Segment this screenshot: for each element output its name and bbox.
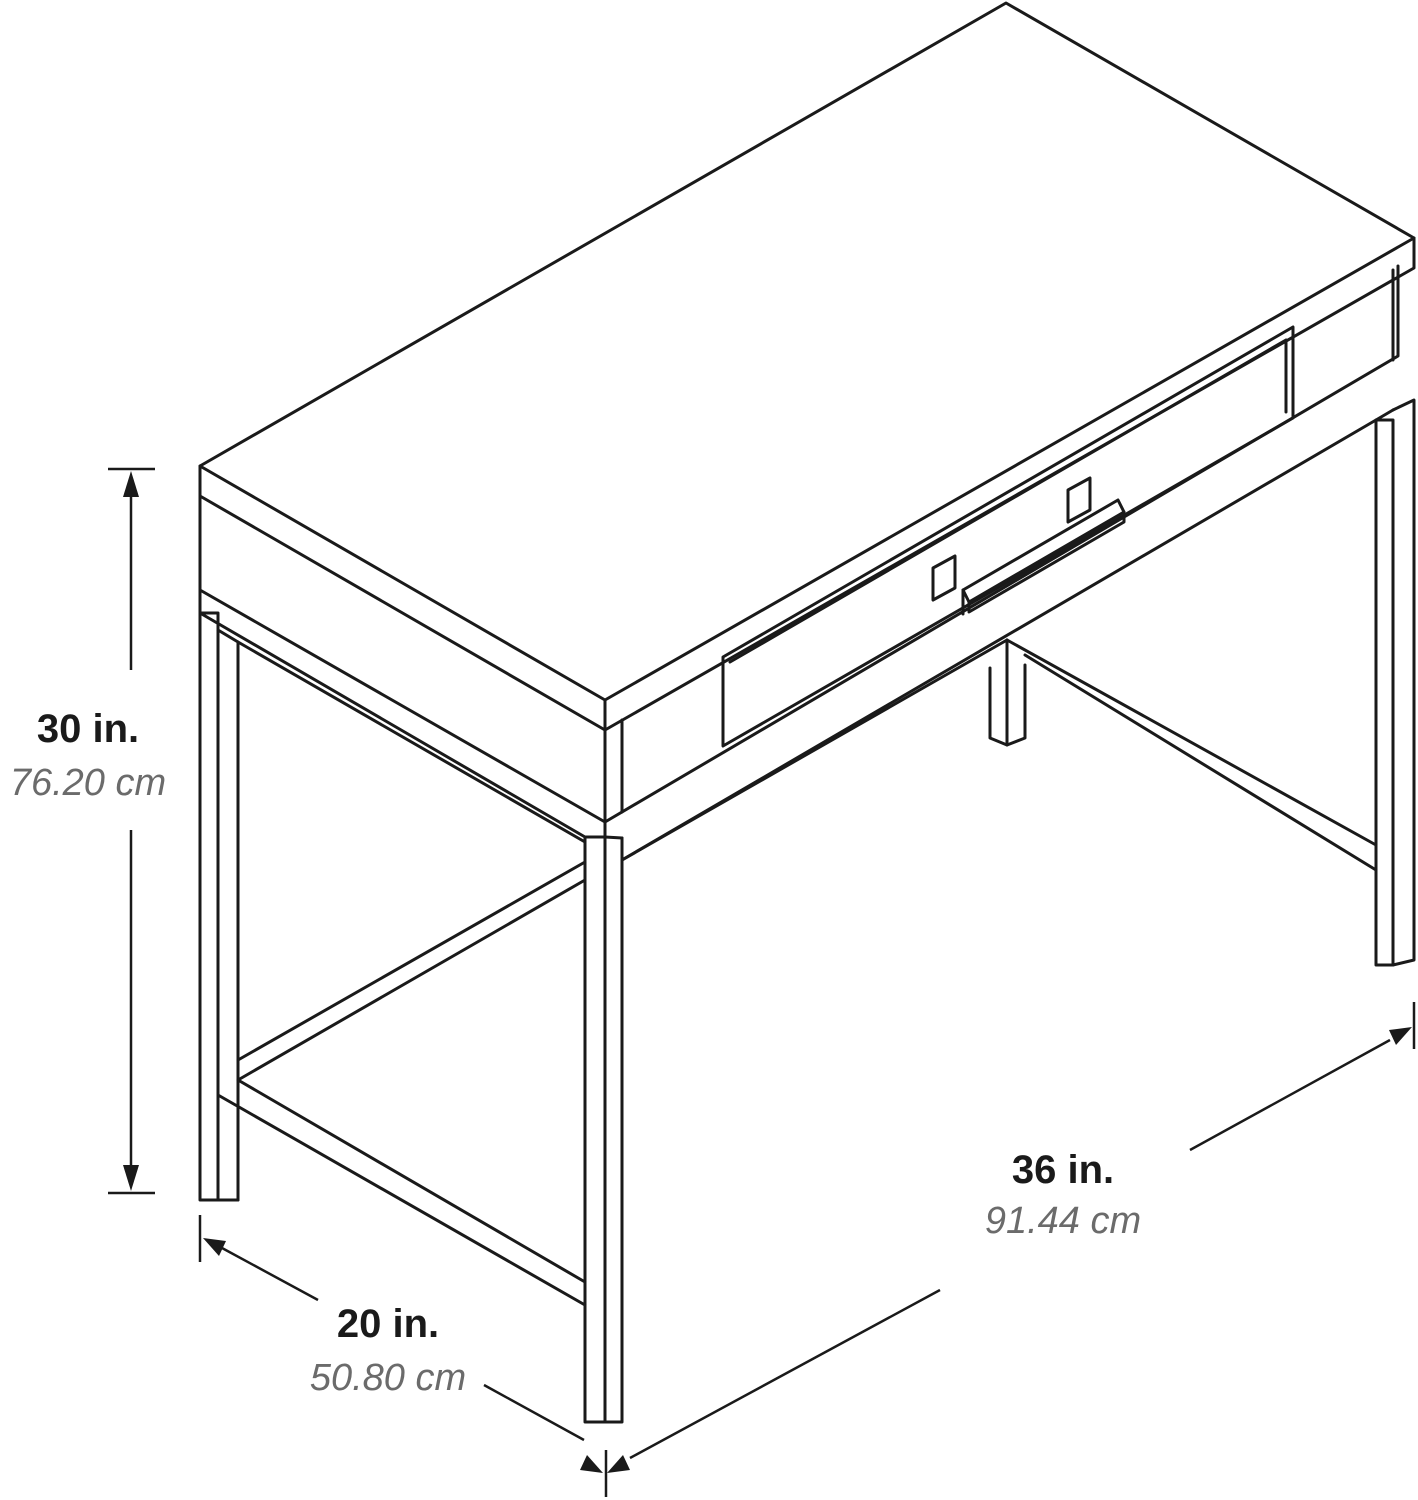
depth-dimension: [198, 1215, 603, 1473]
width-dimension: [604, 1002, 1416, 1497]
drawer-handle: [931, 476, 1126, 616]
height-dimension: [108, 467, 155, 1195]
depth-imperial-label: 20 in.: [336, 1302, 440, 1346]
width-metric-label: 91.44 cm: [984, 1200, 1142, 1242]
leg-back-right: [1374, 398, 1416, 967]
leg-front-left: [198, 611, 240, 1202]
frame-right-side: [620, 638, 1378, 872]
width-imperial-label: 36 in.: [1011, 1148, 1115, 1192]
depth-metric-label: 50.80 cm: [309, 1357, 467, 1399]
desk-top: [198, 1, 1416, 732]
leg-back-left: [988, 663, 1027, 747]
height-imperial-label: 30 in.: [36, 707, 140, 751]
drawer-front: [721, 325, 1295, 748]
frame-top-rails: [198, 408, 1395, 862]
height-metric-label: 76.20 cm: [9, 762, 167, 804]
apron: [198, 264, 1400, 824]
frame-left-side: [216, 640, 587, 1307]
leg-front-right: [583, 835, 624, 1424]
